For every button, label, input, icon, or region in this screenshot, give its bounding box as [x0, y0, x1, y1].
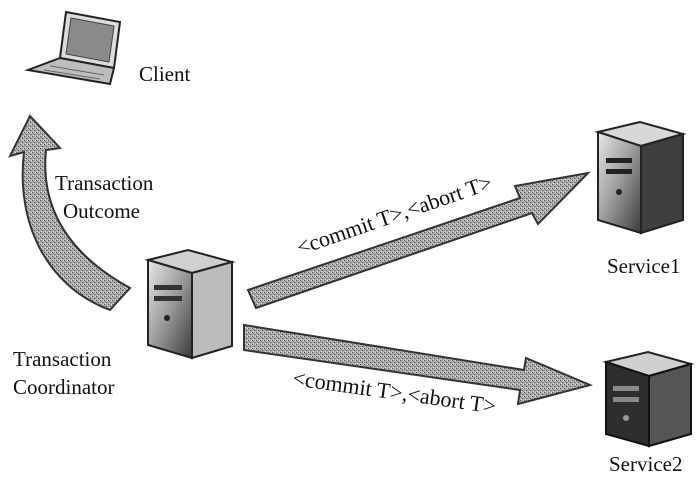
server-icon: [594, 120, 687, 235]
server-icon: [144, 248, 236, 360]
laptop-icon: [24, 10, 122, 86]
client-label: Client: [139, 62, 190, 86]
server-icon: [602, 350, 695, 448]
arrow-to-service1: [246, 171, 591, 310]
outcome-label-line1: Transaction: [55, 171, 154, 195]
arrow-to-service2: [243, 323, 594, 406]
service2-label: Service2: [609, 452, 682, 476]
outcome-arrow: [8, 114, 132, 312]
coordinator-label-line1: Transaction: [13, 347, 112, 371]
outcome-label-line2: Outcome: [63, 199, 140, 223]
coordinator-label-line2: Coordinator: [13, 375, 114, 399]
service1-label: Service1: [607, 254, 680, 278]
